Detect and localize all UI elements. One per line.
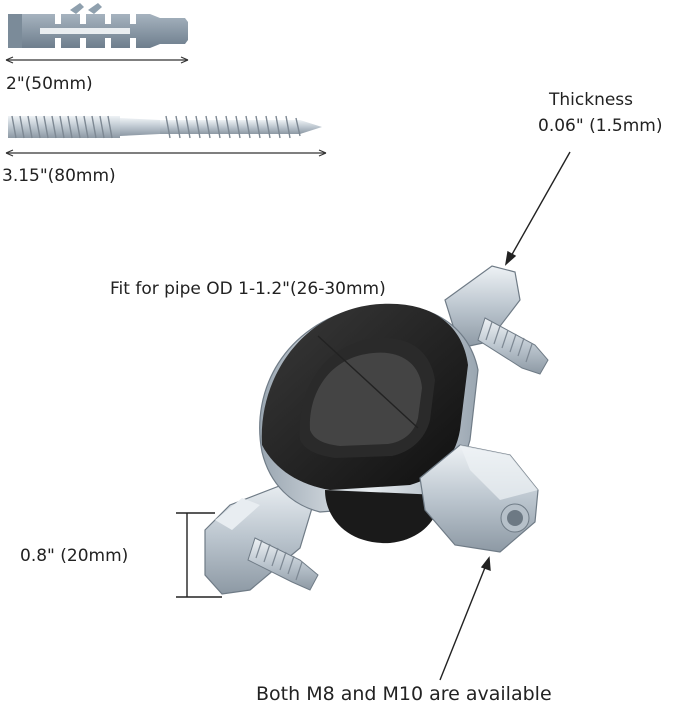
anchor-length-label: 2"(50mm) <box>6 74 93 94</box>
pipe-fit-label: Fit for pipe OD 1-1.2"(26-30mm) <box>110 279 386 299</box>
thread-size-label: Both M8 and M10 are available <box>256 683 552 705</box>
hanger-bolt-image <box>8 115 322 139</box>
thickness-value-label: 0.06" (1.5mm) <box>538 116 663 136</box>
wall-plug-image <box>8 3 188 48</box>
height-label: 0.8" (20mm) <box>20 546 129 566</box>
anchor-dimension-line <box>5 56 189 64</box>
pipe-clamp-image <box>204 265 549 595</box>
bolt-dimension-line <box>5 149 327 157</box>
height-dimension-bracket <box>176 512 222 598</box>
bolt-length-label: 3.15"(80mm) <box>2 166 116 186</box>
pipe-diameter-line <box>317 335 419 429</box>
thread-pointer <box>439 556 491 681</box>
thickness-title-label: Thickness <box>549 90 634 110</box>
thickness-pointer <box>504 151 571 266</box>
